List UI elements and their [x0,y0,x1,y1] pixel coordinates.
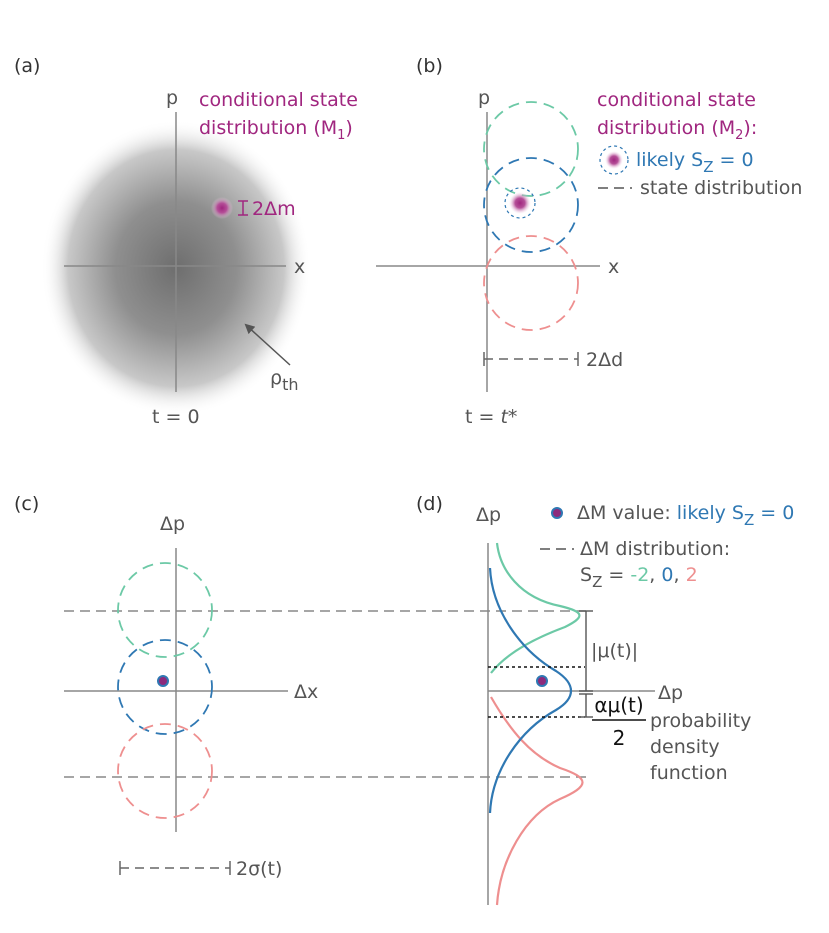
pdf-curve-pink [490,696,584,906]
panel-b-likely-label: likely SZ = 0 [636,149,754,176]
conditional-state-blob-m1 [211,197,233,219]
width-bracket-2dm [238,200,248,216]
measurement-circle-teal [117,562,213,658]
legend-likely-ring-icon [599,145,629,175]
state-distribution-circle-pink [483,235,579,331]
state-distribution-circle-teal [483,101,579,197]
panel-a-label: (a) [14,55,40,77]
alpha-mu-bracket [579,693,593,718]
panel-d-pdf-line3: function [650,762,728,784]
panel-a-legend-line1: conditional state [199,89,358,111]
panel-b-time-label: t = t* [465,406,517,428]
panel-d-alpha-denominator: 2 [613,726,626,750]
rho-arrow-icon [244,323,291,366]
panel-a-p-label: p [166,87,178,109]
panel-a-x-label: x [294,256,305,278]
panel-d-pdf-line2: density [650,736,720,758]
conditional-state-ring [504,187,536,219]
width-bracket-2dd [483,352,579,366]
panel-a-legend-line2: distribution (M1) [199,117,353,143]
panel-d-dist-label: ΔM distribution: [580,538,730,560]
panel-a-width-label: 2Δm [252,198,296,220]
measurement-circle-blue [117,639,213,735]
mu-bracket [579,610,593,692]
measurement-value-dot [157,675,169,687]
panel-c-label: (c) [14,493,39,515]
panel-b-p-label: p [478,87,490,109]
panel-d-label: (d) [416,493,443,515]
panel-d-pdf-axis-label: Δp [658,682,683,704]
pdf-curve-teal [490,542,581,674]
panel-b-legend-line1: conditional state [597,89,756,111]
state-distribution-circle-blue [483,157,579,253]
panel-a-time-label: t = 0 [152,406,200,428]
measurement-value-dot-d [536,675,548,687]
legend-value-dot-icon [551,507,563,519]
panel-b-width-label: 2Δd [586,349,623,371]
panel-b-state-dist-label: state distribution [640,177,802,199]
panel-d-alpha-numerator: αμ(t) [594,693,643,717]
panel-d-sz-legend: SZ = -2, 0, 2 [580,564,698,591]
panel-d-mu-label: |μ(t)| [591,640,638,662]
panel-c-p-label: Δp [160,513,185,535]
panel-a-rho-label: ρth [270,367,298,394]
panel-b-x-label: x [608,256,619,278]
panel-a: (a) p x conditional state distribution (… [14,55,358,428]
conditional-state-blob-m2 [509,192,531,214]
width-bracket-2sigma [119,861,231,875]
pdf-curve-blue [488,567,573,814]
legend-likely-blob-icon [605,151,623,169]
panel-b-label: (b) [416,55,443,77]
panel-d-pdf-line1: probability [650,710,751,732]
measurement-circle-pink [117,723,213,819]
panel-c: (c) Δp Δx 2σ(t) [14,493,591,880]
panel-d: (d) Δp |μ(t)| αμ(t) 2 Δp probability den… [416,493,794,906]
panel-c-width-label: 2σ(t) [236,858,282,880]
panel-c-x-label: Δx [294,681,318,703]
panel-b-legend-line2: distribution (M2): [597,117,757,143]
panel-b: (b) p x conditional state distribution (… [376,55,802,428]
panel-d-value-legend: ΔM value: likely SZ = 0 [577,502,794,529]
panel-d-p-label: Δp [476,504,501,526]
